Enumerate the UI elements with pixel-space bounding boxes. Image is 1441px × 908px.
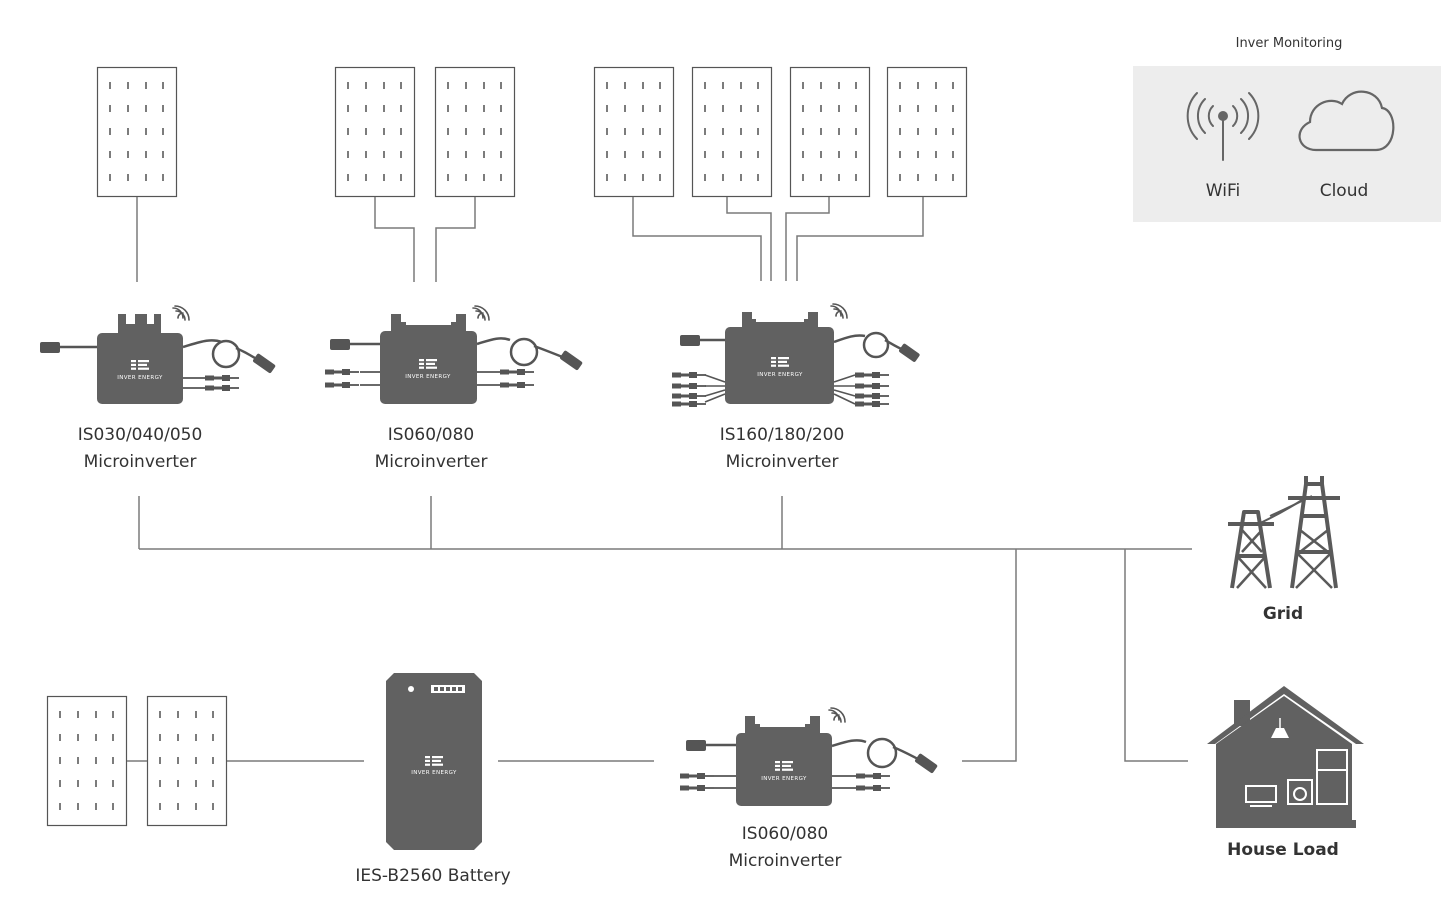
svg-text:INVER ENERGY: INVER ENERGY	[117, 375, 163, 381]
inverter-type-label: Microinverter	[84, 452, 197, 472]
cloud-icon	[1298, 90, 1395, 152]
panel-group-2	[334, 66, 516, 198]
inverter-model-label: IS160/180/200	[720, 425, 845, 445]
wifi-label: WiFi	[1206, 181, 1240, 201]
microinverter-storage: INVER ENERGY IS060/080 Microinverter	[679, 707, 938, 871]
inverter-type-label: Microinverter	[729, 851, 842, 871]
solar-panel-icon	[434, 66, 516, 198]
battery-label: IES-B2560 Battery	[355, 866, 510, 886]
panel-group-1	[96, 66, 178, 198]
house-load: House Load	[1207, 686, 1364, 860]
microinverter-2: INVER ENERGY IS060/080 Microinverter	[324, 305, 583, 472]
cloud-label: Cloud	[1320, 181, 1369, 201]
microinverter-icon: INVER ENERGY	[324, 305, 583, 404]
battery: INVER ENERGY IES-B2560 Battery	[355, 673, 511, 886]
inverter-type-label: Microinverter	[726, 452, 839, 472]
power-tower-icon	[1228, 476, 1340, 589]
solar-panel-icon	[334, 66, 416, 198]
svg-text:INVER ENERGY: INVER ENERGY	[761, 776, 807, 782]
monitoring-panel: Inver Monitoring WiFi Cloud	[1133, 36, 1441, 222]
svg-text:INVER ENERGY: INVER ENERGY	[405, 374, 451, 380]
svg-text:INVER ENERGY: INVER ENERGY	[411, 770, 457, 776]
solar-panel-icon	[46, 695, 128, 827]
house-icon	[1207, 686, 1364, 828]
microinverter-1: INVER ENERGY IS030/040/050 Microinverter	[40, 305, 276, 472]
solar-panel-icon	[146, 695, 228, 827]
solar-panel-icon	[96, 66, 178, 198]
microinverter-icon: INVER ENERGY	[671, 303, 920, 408]
house-load-label: House Load	[1227, 840, 1339, 860]
solar-panel-icon	[789, 66, 871, 198]
inverter-model-label: IS030/040/050	[78, 425, 203, 445]
monitoring-title: Inver Monitoring	[1236, 36, 1343, 51]
solar-panel-icon	[691, 66, 773, 198]
microinverter-icon: INVER ENERGY	[679, 707, 938, 806]
wifi-antenna-icon	[1186, 92, 1260, 161]
inverter-type-label: Microinverter	[375, 452, 488, 472]
microinverter-3: INVER ENERGY IS160/180/200 Microinverter	[671, 303, 920, 472]
battery-icon: INVER ENERGY	[386, 673, 482, 850]
grid-label: Grid	[1263, 604, 1303, 624]
microinverter-icon: INVER ENERGY	[40, 305, 276, 404]
storage-panel-group	[46, 695, 228, 827]
solar-panel-icon	[886, 66, 968, 198]
grid: Grid	[1228, 476, 1340, 624]
svg-text:INVER ENERGY: INVER ENERGY	[757, 372, 803, 378]
inverter-model-label: IS060/080	[742, 824, 828, 844]
solar-panel-icon	[593, 66, 675, 198]
inverter-model-label: IS060/080	[388, 425, 474, 445]
monitoring-background	[1133, 66, 1441, 222]
panel-group-3	[593, 66, 968, 198]
wiring	[136, 197, 1192, 762]
